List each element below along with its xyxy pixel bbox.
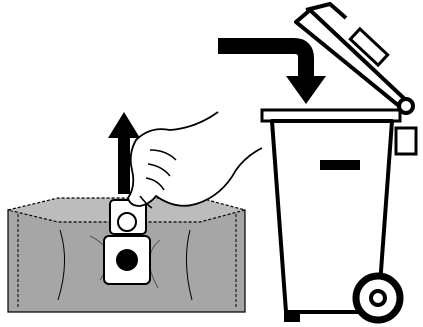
wheel-icon [356, 276, 400, 320]
bin-foot [284, 312, 300, 322]
bin-slot [320, 160, 360, 170]
bag-collar-plate [104, 200, 150, 284]
arrow-right-down-icon [218, 46, 326, 104]
hand-icon [128, 112, 262, 208]
